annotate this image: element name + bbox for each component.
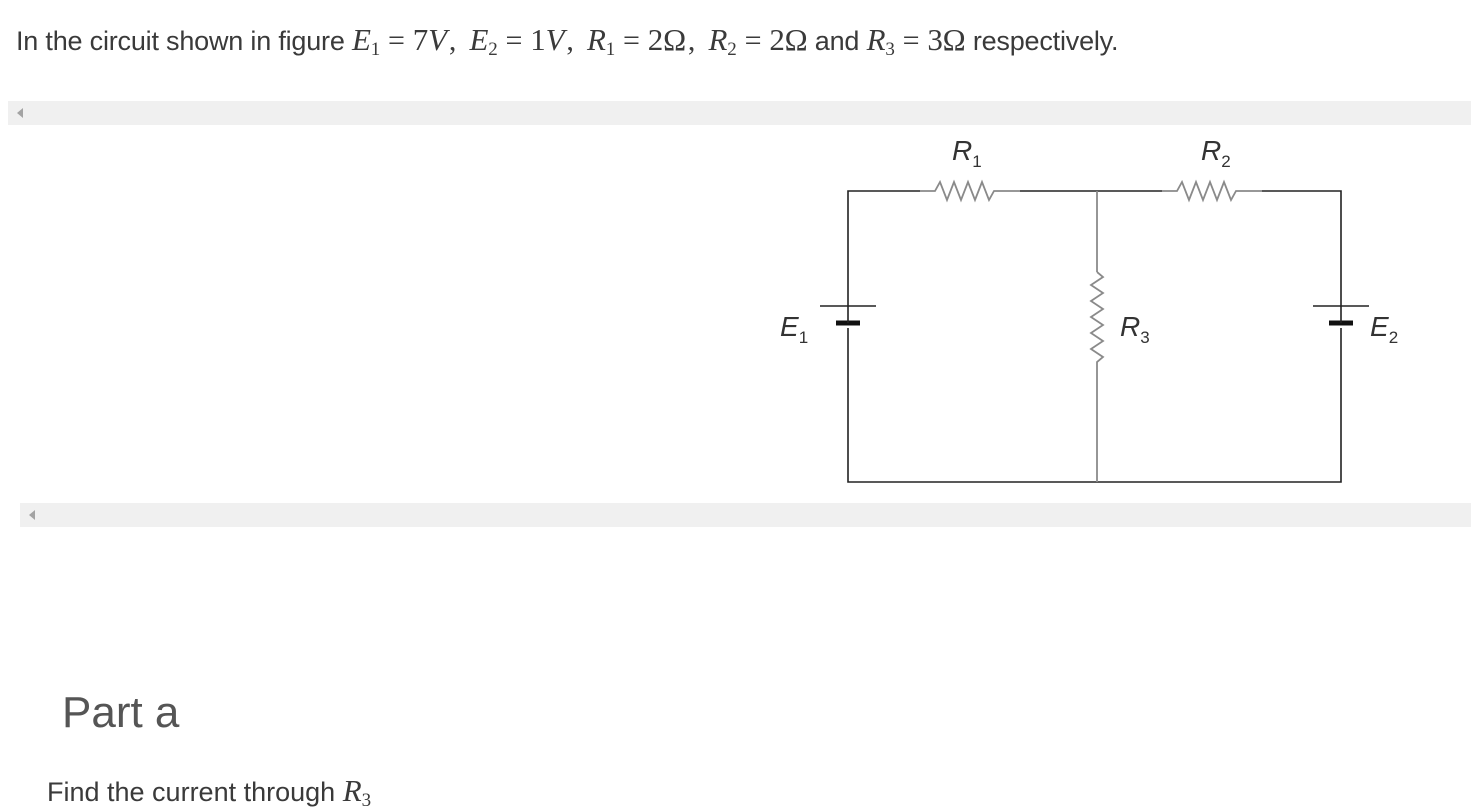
e1-value: 7V bbox=[412, 22, 447, 57]
circuit-wires bbox=[847, 190, 1342, 483]
r2-label: R2 bbox=[1201, 135, 1231, 171]
r3-symbol: R3 bbox=[866, 22, 895, 60]
r3-label: R3 bbox=[1120, 311, 1150, 347]
e2-label: E2 bbox=[1370, 311, 1398, 347]
problem-statement: In the circuit shown in figure E1=7V, E2… bbox=[16, 22, 1119, 60]
respectively-word: respectively. bbox=[972, 26, 1119, 56]
resistor-r1 bbox=[920, 179, 1020, 203]
part-heading: Part a bbox=[62, 688, 180, 737]
battery-e1 bbox=[820, 305, 876, 326]
battery-e2 bbox=[1313, 305, 1369, 326]
r3-value: 3Ω bbox=[927, 22, 966, 57]
r1-label: R1 bbox=[952, 135, 982, 171]
r1-value: 2Ω bbox=[647, 22, 686, 57]
wire-top-right bbox=[1262, 190, 1342, 306]
r1-symbol: R1 bbox=[586, 22, 616, 60]
wire-bottom bbox=[847, 328, 1342, 483]
e1-label: E1 bbox=[780, 311, 808, 347]
e1-symbol: E1 bbox=[351, 22, 381, 60]
scroll-left-arrow-icon[interactable] bbox=[29, 510, 35, 520]
resistor-r3 bbox=[1089, 271, 1105, 372]
r3-branch bbox=[1089, 191, 1105, 482]
problem-intro: In the circuit shown in figure bbox=[16, 26, 345, 56]
wire-top-left bbox=[847, 190, 920, 306]
question-text: Find the current through R3 bbox=[47, 773, 372, 811]
scroll-left-arrow-icon[interactable] bbox=[17, 108, 23, 118]
r2-value: 2Ω bbox=[769, 22, 808, 57]
question-prefix: Find the current through bbox=[47, 777, 336, 807]
horizontal-scrollbar-top[interactable] bbox=[8, 101, 1471, 125]
e2-value: 1V bbox=[530, 22, 565, 57]
e2-symbol: E2 bbox=[469, 22, 498, 60]
resistor-r2 bbox=[1162, 179, 1262, 203]
r2-symbol: R2 bbox=[708, 22, 737, 60]
horizontal-scrollbar-bottom[interactable] bbox=[20, 503, 1471, 527]
question-symbol: R3 bbox=[342, 773, 372, 811]
and-word: and bbox=[814, 26, 860, 56]
